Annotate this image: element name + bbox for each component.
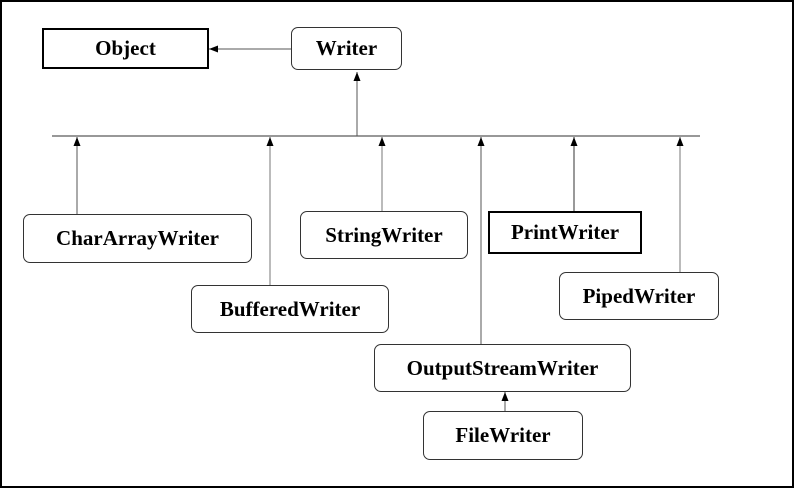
node-chararraywriter-label: CharArrayWriter: [56, 226, 219, 250]
node-filewriter: FileWriter: [423, 411, 583, 460]
node-chararraywriter: CharArrayWriter: [23, 214, 252, 263]
node-printwriter: PrintWriter: [488, 211, 642, 254]
node-writer: Writer: [291, 27, 402, 70]
node-object-label: Object: [95, 36, 156, 60]
node-outputstreamwriter-label: OutputStreamWriter: [406, 355, 599, 380]
node-printwriter-label: PrintWriter: [510, 220, 620, 244]
node-stringwriter: StringWriter: [300, 211, 468, 259]
node-outputstreamwriter: OutputStreamWriter: [374, 344, 631, 392]
node-bufferedwriter: BufferedWriter: [191, 285, 389, 333]
node-filewriter-label: FileWriter: [455, 423, 551, 447]
node-pipedwriter: PipedWriter: [559, 272, 719, 320]
node-object: Object: [42, 28, 209, 69]
node-pipedwriter-label: PipedWriter: [582, 283, 696, 308]
node-bufferedwriter-label: BufferedWriter: [219, 296, 361, 321]
node-stringwriter-label: StringWriter: [325, 222, 443, 247]
node-writer-label: Writer: [315, 36, 378, 60]
